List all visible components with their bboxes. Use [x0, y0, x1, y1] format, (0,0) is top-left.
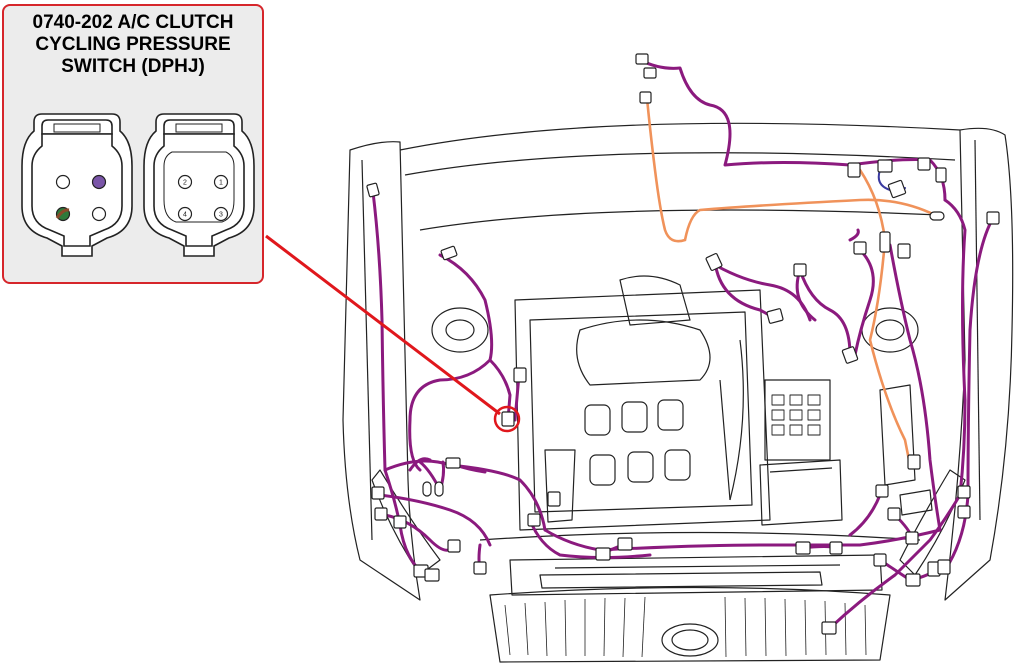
pin-empty-bottom-right	[91, 206, 107, 222]
callout-title-line-2: CYCLING PRESSURE	[35, 34, 231, 55]
orange-harness-branch	[645, 96, 937, 467]
harness-connectors	[366, 53, 1000, 635]
pin-violet	[91, 174, 107, 190]
callout-title-line-1: 0740-202 A/C CLUTCH	[32, 12, 234, 33]
callout-title: 0740-202 A/C CLUTCH CYCLING PRESSURE SWI…	[4, 12, 262, 78]
pin-label-2: 2	[183, 180, 187, 187]
main-wiring-harness	[371, 58, 995, 630]
pin-label-4: 4	[183, 212, 187, 219]
pin-green-brown	[55, 206, 71, 222]
connector-views: 2 1 4 3	[21, 113, 255, 257]
callout-title-line-3: SWITCH (DPHJ)	[61, 56, 205, 77]
vehicle-outline	[342, 122, 1014, 663]
connector-pin-number-view	[143, 113, 255, 257]
connector-callout: 0740-202 A/C CLUTCH CYCLING PRESSURE SWI…	[2, 4, 264, 284]
pin-number-labels: 2 1 4 3	[177, 174, 229, 222]
pin-empty-top-left	[55, 174, 71, 190]
pin-label-3: 3	[219, 212, 223, 219]
location-highlight	[265, 234, 521, 433]
connector-wire-color-view	[21, 113, 133, 257]
pin-label-1: 1	[219, 180, 223, 187]
